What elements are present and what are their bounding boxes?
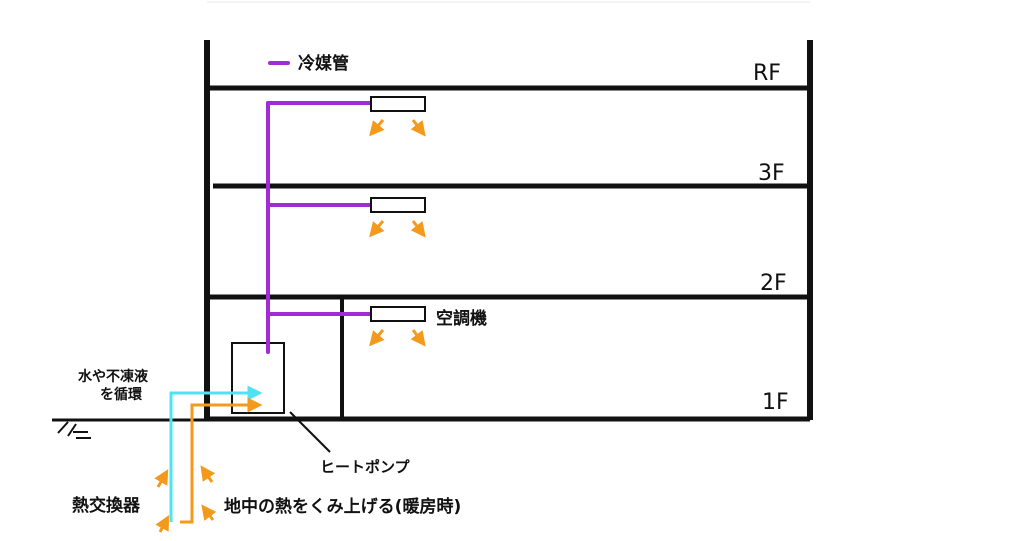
legend-label-refrigerant: 冷媒管: [298, 53, 349, 74]
water-return-line: [180, 397, 263, 524]
floor-label-2f: 2F: [760, 271, 787, 296]
airflow-arrow-2f-right: [410, 220, 426, 238]
airflow-arrow-2f-left: [369, 220, 385, 238]
airflow-arrow-3f-left: [369, 119, 385, 137]
warm-air-arrows: [369, 119, 426, 347]
water-loop-orange: [180, 397, 263, 524]
floor-label-1f: 1F: [762, 390, 789, 415]
airflow-arrow-3f-right: [410, 119, 426, 137]
ground-heat-label: 地中の熱をくみ上げる(暖房時): [224, 496, 461, 517]
air-conditioner-2f: [370, 197, 426, 213]
water-loop-cyan: [169, 385, 263, 522]
ground-hatch-icon: [57, 421, 91, 439]
floor-label-rf: RF: [753, 61, 781, 86]
water-supply-line: [169, 385, 263, 522]
heat-pump-label: ヒートポンプ: [320, 458, 411, 476]
ground-heat-arrow-4: [201, 504, 217, 521]
heat-pump-pointer: [289, 411, 331, 453]
airflow-arrow-1f-right: [410, 329, 426, 347]
air-conditioner-label: 空調機: [436, 308, 487, 329]
ground-heat-arrow-3: [200, 465, 216, 483]
airflow-arrow-1f-left: [369, 329, 385, 347]
heat-pump-unit: [231, 342, 285, 414]
circulation-label-line2: を循環: [100, 386, 143, 403]
floor-label-3f: 3F: [758, 161, 785, 186]
heat-exchanger-label: 熱交換器: [72, 495, 141, 516]
air-conditioner-1f: [370, 306, 426, 322]
ground-heat-arrows: [154, 465, 217, 533]
ground-heat-arrow-1: [154, 469, 169, 488]
air-conditioner-3f: [370, 96, 426, 112]
ground-heat-arrow-2: [155, 515, 170, 533]
circulation-label-line1: 水や不凍液: [78, 368, 149, 385]
refrigerant-pipes: [266, 101, 373, 354]
